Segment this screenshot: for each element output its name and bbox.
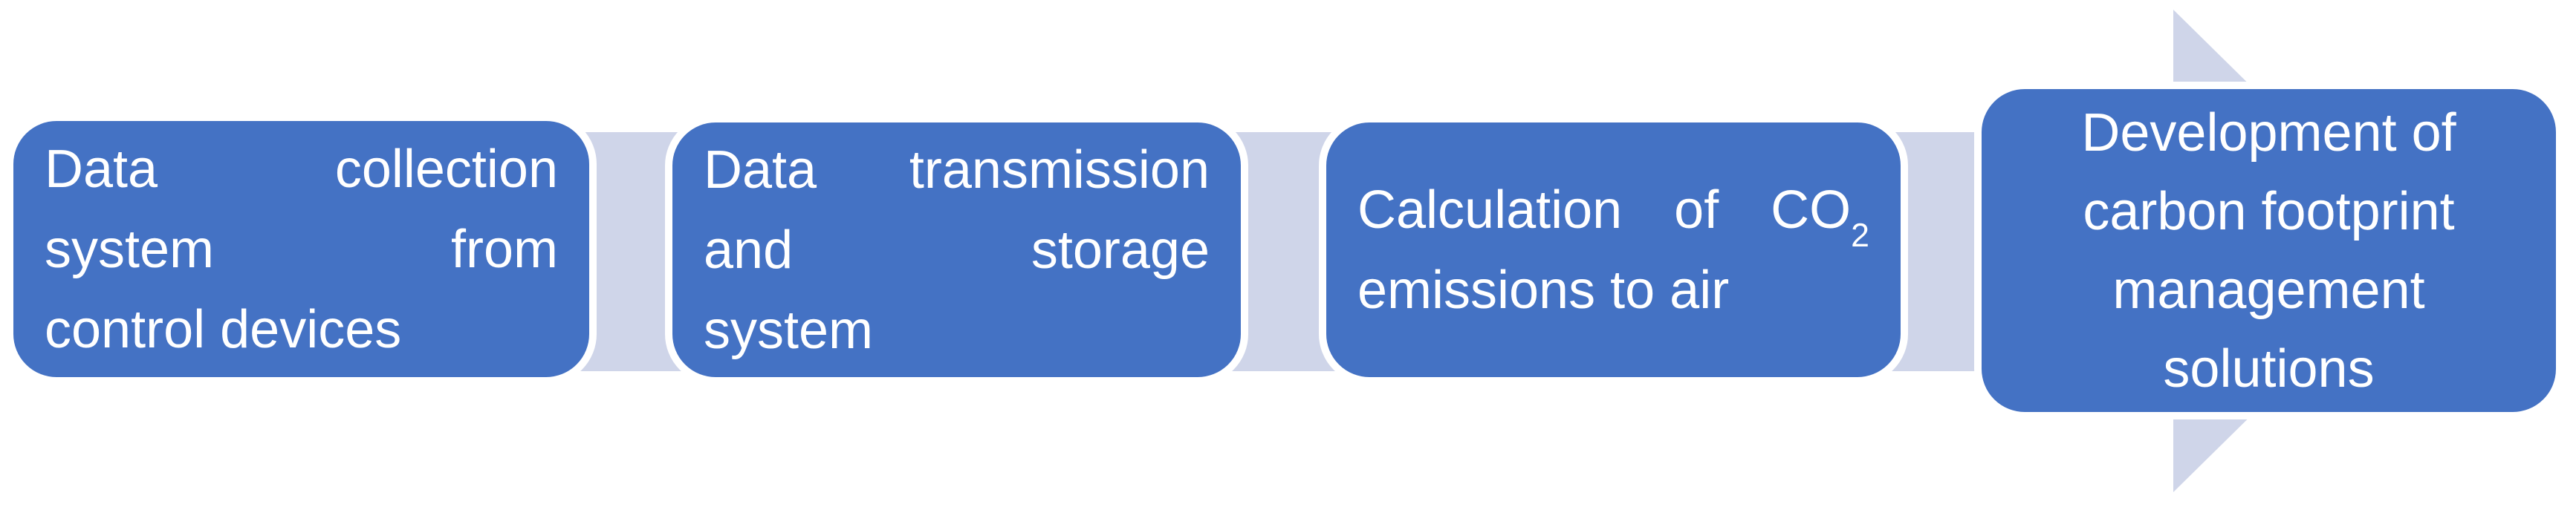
step-box-2: Data transmission and storage system: [665, 115, 1248, 385]
step-word: carbon footprint: [2083, 181, 2455, 241]
step-word: Data: [45, 139, 158, 199]
co2-subscript: 2: [1851, 217, 1869, 254]
step-word: collection: [334, 139, 558, 199]
step-1-line-2: system from: [45, 209, 558, 290]
co2-base: CO: [1771, 180, 1852, 240]
step-word: storage: [1031, 220, 1210, 280]
step-4-line-4: solutions: [2004, 330, 2534, 408]
step-3-line-2: emissions to air: [1357, 250, 1869, 330]
step-4-line-2: carbon footprint: [2004, 172, 2534, 251]
step-box-3: Calculation of CO2 emissions to air: [1319, 115, 1908, 385]
step-word: control devices: [45, 299, 402, 359]
step-word: solutions: [2163, 339, 2375, 399]
step-2-line-1: Data transmission: [704, 130, 1210, 210]
step-4-line-1: Development of: [2004, 94, 2534, 172]
step-4-line-3: management: [2004, 251, 2534, 330]
step-2-line-3: system: [704, 290, 1210, 370]
step-box-4: Development of carbon footprint manageme…: [1974, 82, 2563, 419]
step-word: and: [704, 220, 794, 280]
step-1-line-1: Data collection: [45, 129, 558, 209]
step-2-line-2: and storage: [704, 210, 1210, 290]
step-word: from: [451, 219, 558, 279]
step-word: system: [45, 219, 215, 279]
step-1-line-3: control devices: [45, 290, 558, 370]
step-word: Development of: [2081, 102, 2456, 163]
step-word: Calculation: [1357, 180, 1623, 240]
step-word: system: [704, 300, 874, 360]
step-word: Data: [704, 140, 817, 200]
step-word: transmission: [909, 140, 1210, 200]
step-word: emissions to air: [1357, 260, 1730, 320]
step-3-line-1: Calculation of CO2: [1357, 170, 1869, 252]
step-word: of: [1674, 180, 1719, 240]
step-word: management: [2112, 260, 2425, 320]
co2-formula: CO2: [1771, 170, 1869, 252]
step-box-1: Data collection system from control devi…: [6, 114, 597, 385]
